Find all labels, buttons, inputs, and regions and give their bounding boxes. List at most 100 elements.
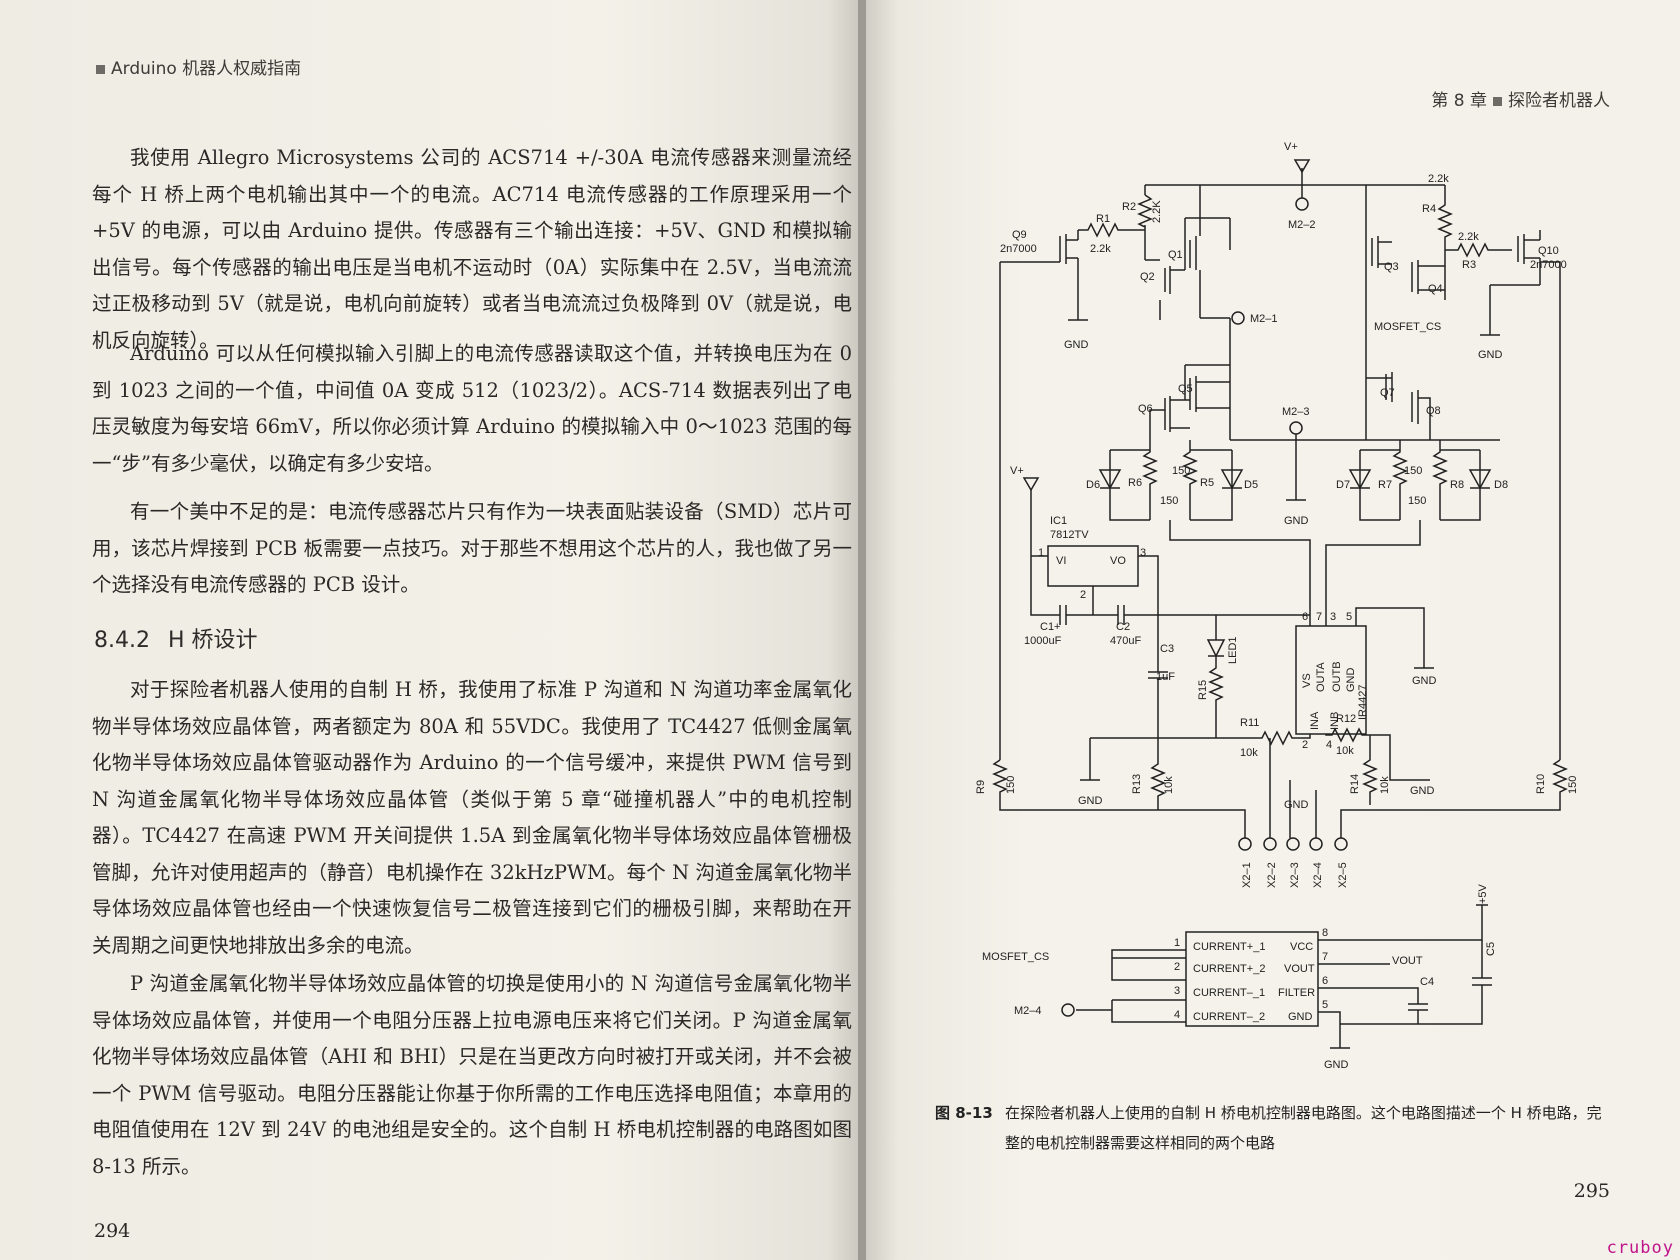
watermark: cruboy (1606, 1238, 1674, 1258)
svg-text:X2–2: X2–2 (1266, 862, 1278, 888)
resistor-r7: R7 150 (1378, 440, 1426, 520)
resistor-r3: R3 2.2k (1445, 231, 1510, 271)
label-mosfet-cs-input: MOSFET_CS (982, 951, 1049, 963)
svg-text:5: 5 (1346, 611, 1352, 623)
svg-text:R3: R3 (1462, 259, 1476, 271)
transistor-q2: Q2 (1140, 218, 1186, 294)
transistor-q3: Q3 (1365, 185, 1399, 320)
svg-text:D6: D6 (1086, 479, 1100, 491)
terminal-m2-1: M2–1 (1231, 311, 1278, 325)
diode-d6: D6 (1086, 449, 1150, 521)
svg-text:150: 150 (1172, 465, 1190, 477)
svg-text:4: 4 (1326, 739, 1332, 751)
svg-text:GND: GND (1478, 349, 1503, 361)
capacitor-c3: C3 1uF (1148, 615, 1175, 738)
svg-text:R1: R1 (1096, 213, 1110, 225)
resistor-r11: R11 10k (1240, 717, 1311, 759)
svg-text:2.2k: 2.2k (1090, 243, 1111, 255)
svg-text:Q2: Q2 (1140, 271, 1155, 283)
svg-text:7: 7 (1316, 611, 1322, 623)
svg-text:470uF: 470uF (1110, 635, 1141, 647)
diode-d8: D8 (1440, 449, 1508, 521)
capacitor-c5: C5 (1485, 942, 1497, 956)
svg-text:VS: VS (1301, 673, 1313, 688)
regulator-ic1: IC1 7812TV VI VO 1 3 2 (1031, 515, 1159, 615)
transistor-q8: Q8 (1411, 390, 1441, 440)
chapter-number: 第 8 章 (1431, 91, 1487, 111)
capacitor-c1: C1+ 1000uF (1024, 556, 1093, 647)
svg-text:10k: 10k (1240, 747, 1258, 759)
resistor-r6: R6 150 (1128, 440, 1178, 520)
svg-text:5: 5 (1322, 999, 1328, 1011)
svg-text:CURRENT–_1: CURRENT–_1 (1193, 987, 1265, 999)
svg-text:GND: GND (1288, 1011, 1313, 1023)
page-number-left: 294 (94, 1220, 131, 1242)
paragraph-current-sensor: 我使用 Allegro Microsystems 公司的 ACS714 +/-3… (92, 146, 852, 352)
gnd-q10: GND (1478, 284, 1540, 361)
paragraph-p-channel: P 沟道金属氧化物半导体场效应晶体管的切换是使用小的 N 沟道信号金属氧化物半导… (92, 972, 852, 1178)
svg-text:GND: GND (1284, 515, 1309, 527)
svg-text:3: 3 (1140, 547, 1146, 559)
svg-text:FILTER: FILTER (1278, 987, 1315, 999)
svg-text:R14: R14 (1349, 774, 1361, 794)
resistor-r8: R8 150 (1404, 440, 1464, 520)
resistor-r12: R12 10k (1325, 713, 1430, 781)
driver-ir4427: VS OUTA OUTB GND INA INB IR4427 6 7 3 5 … (1295, 600, 1434, 751)
svg-text:2n7000: 2n7000 (1000, 243, 1037, 255)
connector-x2: GND X2–1 X2–2 X2–3 X2–4 X2–5 (1238, 738, 1349, 888)
svg-text:M2–3: M2–3 (1282, 406, 1310, 418)
svg-text:10k: 10k (1163, 776, 1175, 794)
right-page: 第 8 章探险者机器人 295 (866, 0, 1680, 1260)
svg-text:D8: D8 (1494, 479, 1508, 491)
svg-text:R7: R7 (1378, 479, 1392, 491)
transistor-q1: Q1 (1144, 185, 1201, 318)
running-head-right: 第 8 章探险者机器人 (1431, 86, 1610, 111)
figure-caption: 图 8-13 在探险者机器人上使用的自制 H 桥电机控制器电路图。这个电路图描述… (935, 1098, 1615, 1158)
svg-text:10k: 10k (1336, 745, 1354, 757)
svg-text:R13: R13 (1131, 774, 1143, 794)
svg-text:R5: R5 (1200, 477, 1214, 489)
transistor-q7: Q7 (1366, 372, 1395, 402)
terminal-m2-2: M2–2 (1288, 185, 1316, 231)
svg-text:R15: R15 (1197, 680, 1209, 700)
svg-text:2: 2 (1080, 589, 1086, 601)
svg-text:M2–1: M2–1 (1250, 313, 1278, 325)
svg-text:GND: GND (1064, 339, 1089, 351)
svg-text:7: 7 (1322, 951, 1328, 963)
terminal-m2-4: M2–4 (1014, 1003, 1075, 1017)
label-plus-5v: +5V (1477, 883, 1489, 904)
svg-text:R9: R9 (975, 780, 987, 794)
svg-text:1000uF: 1000uF (1024, 635, 1062, 647)
svg-text:1: 1 (1174, 937, 1180, 949)
led1: LED1 (1206, 615, 1239, 664)
svg-text:Q1: Q1 (1168, 249, 1183, 261)
svg-text:4: 4 (1174, 1009, 1180, 1021)
resistor-r10: R10 150 (1340, 759, 1579, 838)
svg-text:6: 6 (1322, 975, 1328, 987)
svg-text:D7: D7 (1336, 479, 1350, 491)
svg-text:6: 6 (1302, 611, 1308, 623)
gnd-r12: GND (1410, 785, 1435, 797)
svg-text:3: 3 (1174, 985, 1180, 997)
svg-text:IR4427: IR4427 (1357, 685, 1369, 720)
svg-text:7812TV: 7812TV (1050, 529, 1089, 541)
svg-text:150: 150 (1404, 465, 1422, 477)
resistor-r2: R2 2.2K (1122, 194, 1163, 228)
resistor-r4: R4 2.2k (1422, 173, 1453, 250)
svg-text:IC1: IC1 (1050, 515, 1067, 527)
svg-text:VCC: VCC (1290, 941, 1313, 953)
svg-text:2.2k: 2.2k (1458, 231, 1479, 243)
transistor-q9: Q9 2n7000 (999, 229, 1079, 760)
svg-text:2: 2 (1174, 961, 1180, 973)
svg-text:LED1: LED1 (1227, 636, 1239, 664)
svg-text:Q10: Q10 (1538, 245, 1559, 257)
svg-text:X2–4: X2–4 (1312, 862, 1324, 888)
gnd-driver: GND (1412, 675, 1437, 687)
capacitor-c4: C4 (1420, 976, 1434, 988)
svg-text:INA: INA (1309, 711, 1321, 730)
svg-text:M2–2: M2–2 (1288, 219, 1316, 231)
svg-text:Q4: Q4 (1428, 283, 1443, 295)
book-title: Arduino 机器人权威指南 (111, 59, 302, 79)
svg-text:V+: V+ (1284, 141, 1298, 153)
svg-text:R8: R8 (1450, 479, 1464, 491)
